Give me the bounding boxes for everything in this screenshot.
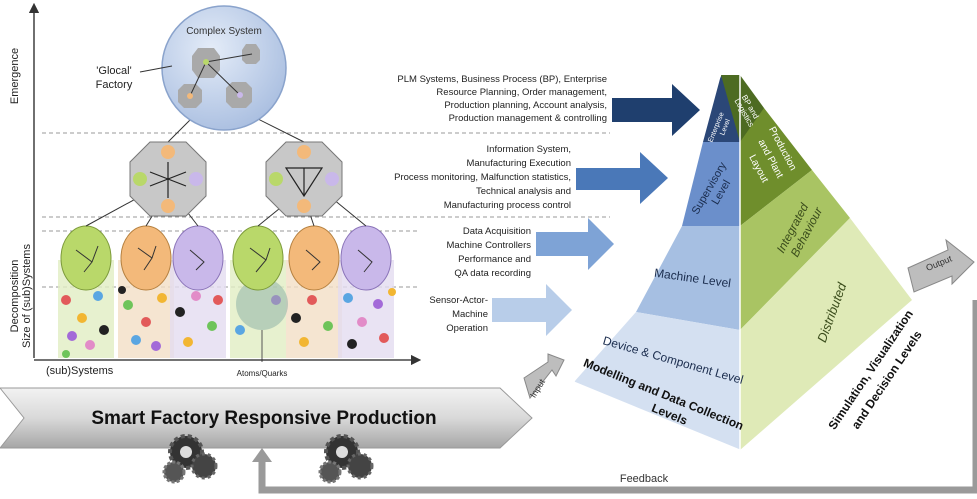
- description-machine: Data Acquisition Machine Controllers Per…: [447, 226, 532, 279]
- module-octagon-right: [265, 141, 343, 217]
- desc-supervisory-line: Process monitoring, Malfunction statisti…: [394, 172, 571, 183]
- arrow-machine: [536, 218, 614, 270]
- description-supervisory: Information System, Manufacturing Execut…: [394, 144, 571, 211]
- desc-supervisory-line: Manufacturing process control: [444, 200, 571, 211]
- desc-machine-line: Machine Controllers: [447, 240, 532, 251]
- complex-system-label: Complex System: [186, 26, 262, 37]
- desc-enterprise-line: Production management & controlling: [449, 113, 607, 124]
- banner-arrow: [0, 387, 533, 449]
- atom-magnifier: [236, 278, 288, 330]
- gear-icon-left: [162, 434, 218, 484]
- desc-enterprise-line: Production planning, Account analysis,: [444, 100, 607, 111]
- axes: [28, 2, 422, 366]
- arrow-device: [492, 284, 572, 336]
- desc-device-line: Machine: [452, 309, 488, 320]
- subsystem-ovals: [60, 225, 392, 291]
- banner-title: Smart Factory Responsive Production: [91, 408, 436, 429]
- glocal-label-line1: 'Glocal': [96, 65, 131, 77]
- desc-machine-line: Performance and: [458, 254, 531, 265]
- atoms-label: Atoms/Quarks: [237, 369, 288, 378]
- description-enterprise: PLM Systems, Business Process (BP), Ente…: [397, 74, 607, 124]
- input-arrow: [523, 353, 565, 400]
- desc-machine-line: Data Acquisition: [463, 226, 531, 237]
- pyramid-right-face: [721, 75, 912, 450]
- desc-supervisory-line: Technical analysis and: [476, 186, 571, 197]
- desc-device-line: Sensor-Actor-: [429, 295, 488, 306]
- desc-device-line: Operation: [446, 323, 488, 334]
- gear-icon-right: [318, 434, 374, 484]
- desc-supervisory-line: Information System,: [487, 144, 571, 155]
- feedback-loop: [252, 300, 977, 494]
- subsystem-pedestals: [58, 260, 394, 358]
- description-device: Sensor-Actor- Machine Operation: [429, 295, 488, 334]
- axis-size-label: Size of (sub)Systems: [21, 244, 33, 348]
- feedback-label: Feedback: [620, 473, 669, 485]
- x-axis-label: (sub)Systems: [46, 365, 114, 377]
- glocal-pointer: [139, 65, 173, 73]
- desc-supervisory-line: Manufacturing Execution: [466, 158, 571, 169]
- desc-machine-line: QA data recording: [454, 268, 531, 279]
- desc-enterprise-line: Resource Planning, Order management,: [436, 87, 607, 98]
- level-arrows: [492, 84, 700, 336]
- axis-decomposition-label: Decomposition: [9, 260, 21, 333]
- desc-enterprise-line: PLM Systems, Business Process (BP), Ente…: [397, 74, 607, 85]
- arrow-enterprise: [612, 84, 700, 136]
- module-octagon-left: [129, 141, 207, 217]
- output-arrow: [907, 238, 975, 293]
- arrow-supervisory: [576, 152, 668, 204]
- complex-system-circle: [161, 5, 287, 131]
- glocal-label-line2: Factory: [96, 79, 133, 91]
- axis-emergence-label: Emergence: [9, 48, 21, 104]
